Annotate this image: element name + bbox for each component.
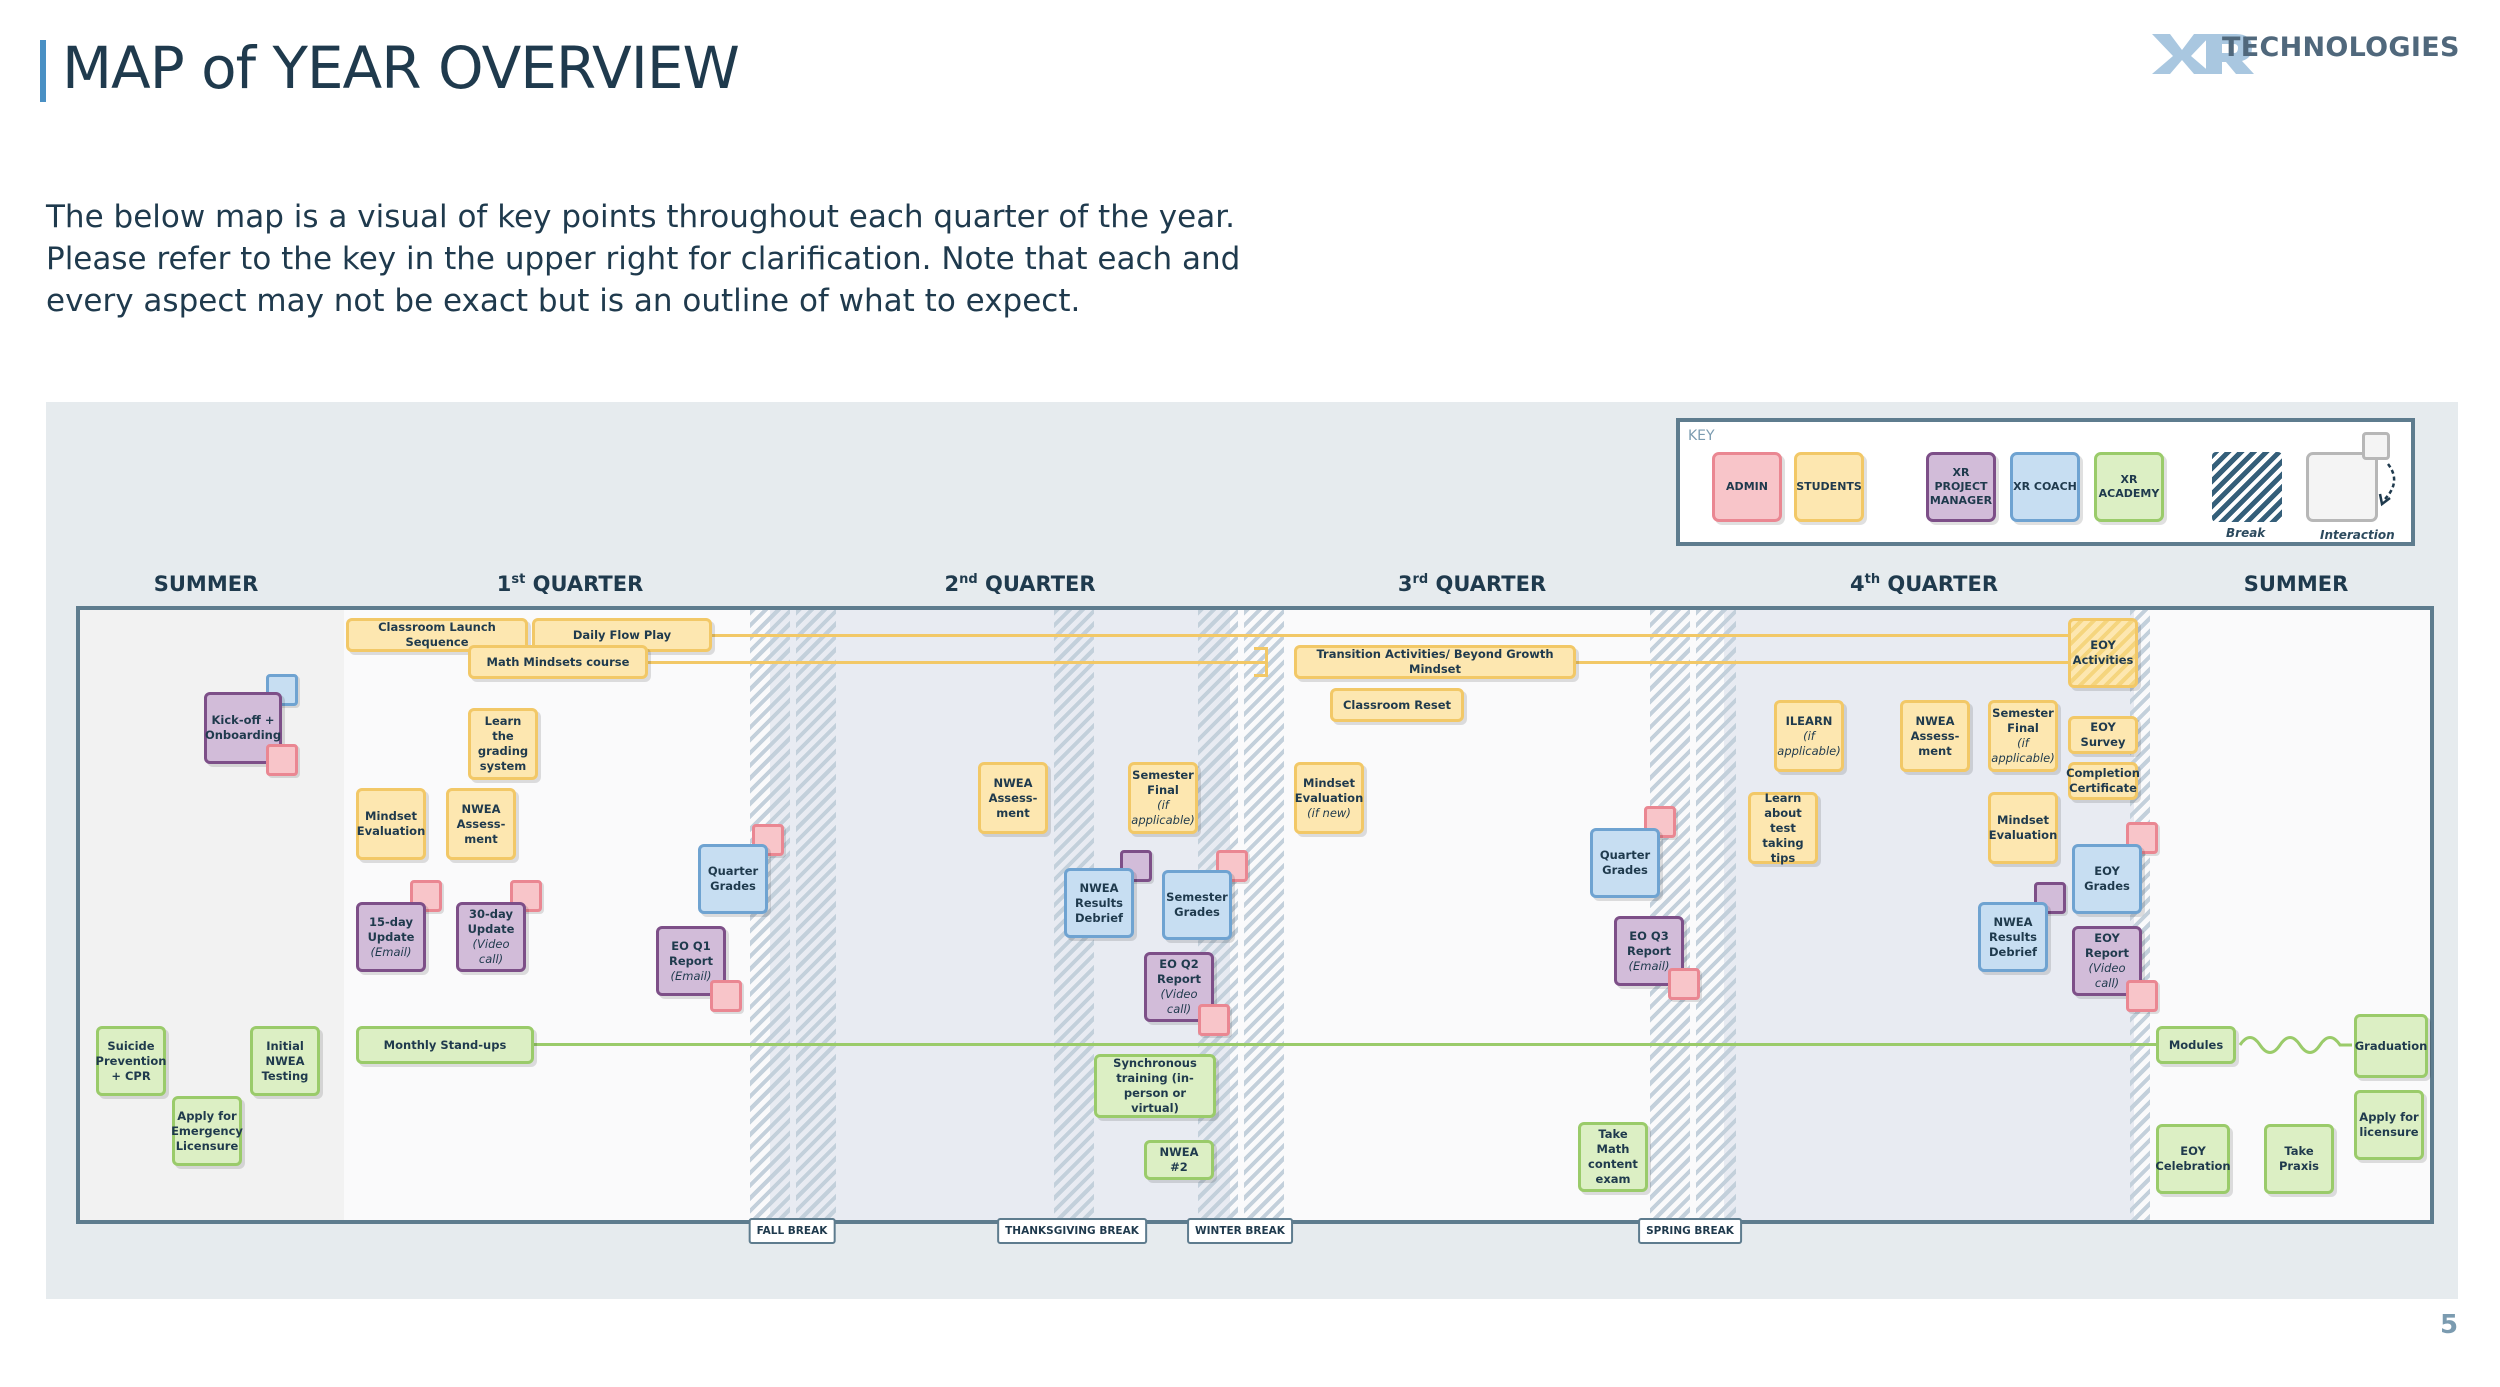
initial-nwea-card: Initial NWEA Testing	[250, 1026, 320, 1096]
eoy-report-admin-marker	[2126, 980, 2158, 1012]
curved-arrow-icon	[2378, 463, 2396, 507]
eoy-grades-card: EOY Grades	[2072, 844, 2142, 914]
update-15-card: 15-day Update(Email)	[356, 902, 426, 972]
xr-logo-icon	[2152, 34, 2254, 74]
standups-track	[532, 1043, 2192, 1046]
key-academy: XR ACADEMY	[2094, 452, 2164, 522]
math-mindsets-track-end	[1254, 647, 1268, 677]
column-quarter-1: 1st QUARTER	[496, 572, 644, 596]
math-mindsets-track	[646, 661, 1266, 664]
synchronous-training-card: Synchronous training (in-person or virtu…	[1094, 1054, 1216, 1118]
summer-break-band	[2130, 610, 2150, 1220]
column-quarter-4: 4th QUARTER	[1850, 572, 1998, 596]
eoy-celebration-card: EOY Celebration	[2155, 1124, 2231, 1194]
take-math-card: Take Math content exam	[1578, 1122, 1648, 1192]
quarter-2-area	[770, 610, 1230, 1220]
fall-break-band-a	[750, 610, 790, 1220]
winter-break-tag: WINTER BREAK	[1187, 1218, 1293, 1244]
classroom-reset-card: Classroom Reset	[1330, 688, 1464, 722]
key-coach: XR COACH	[2010, 452, 2080, 522]
fall-break-tag: FALL BREAK	[748, 1218, 836, 1244]
modules-card: Modules	[2156, 1026, 2236, 1064]
nwea-1-card: NWEA Assess-ment	[446, 788, 516, 860]
column-summer-end: SUMMER	[2243, 572, 2349, 596]
wavy-connector-icon	[2238, 1036, 2352, 1054]
key-interaction-sub	[2362, 432, 2390, 460]
column-summer-start: SUMMER	[153, 572, 259, 596]
eo-q2-card: EO Q2 Report(Video call)	[1144, 952, 1214, 1022]
kickoff-onboarding-card: Kick-off + Onboarding	[204, 692, 282, 764]
nwea-debrief-2-pm-marker	[2034, 882, 2066, 914]
title-accent-bar	[40, 40, 46, 102]
apply-emergency-card: Apply for Emergency Licensure	[171, 1096, 243, 1166]
winter-break-band-b	[1244, 610, 1284, 1220]
semester-grades-admin-marker	[1216, 850, 1248, 882]
spring-break-tag: SPRING BREAK	[1638, 1218, 1742, 1244]
legend-key: KEY ADMIN STUDENTS XR PROJECT MANAGER XR…	[1676, 418, 2415, 546]
ilearn-card: ILEARN(if applicable)	[1774, 700, 1844, 772]
learn-test-card: Learn about test taking tips	[1748, 791, 1818, 865]
nwea-debrief-1-card: NWEA Results Debrief	[1064, 868, 1134, 938]
key-admin: ADMIN	[1712, 452, 1782, 522]
key-interaction-main	[2306, 452, 2378, 522]
fall-break-band-b	[796, 610, 836, 1220]
timeline-board: Kick-off + Onboarding Suicide Prevention…	[76, 606, 2434, 1224]
key-pm: XR PROJECT MANAGER	[1926, 452, 1996, 522]
mindset-eval-2-card: Mindset Evaluation(if new)	[1294, 762, 1364, 834]
spring-break-band-b	[1696, 610, 1736, 1220]
key-title: KEY	[1688, 428, 1715, 444]
thanksgiving-break-tag: THANKSGIVING BREAK	[997, 1218, 1147, 1244]
spring-break-band-a	[1650, 610, 1690, 1220]
apply-licensure-card: Apply for licensure	[2354, 1090, 2424, 1160]
column-quarter-2: 2nd QUARTER	[944, 572, 1096, 596]
quarter-grades-3-card: Quarter Grades	[1590, 828, 1660, 898]
nwea-2-card: NWEA Assess-ment	[978, 762, 1048, 834]
mindset-eval-3-card: Mindset Evaluation	[1988, 792, 2058, 864]
quarter-3-area	[1230, 610, 1724, 1220]
eo-q2-admin-marker	[1198, 1004, 1230, 1036]
transition-track	[1574, 661, 2116, 664]
key-interaction-label: Interaction	[2320, 528, 2395, 542]
graduation-card: Graduation	[2354, 1014, 2428, 1078]
column-quarter-3: 3rd QUARTER	[1397, 572, 1547, 596]
key-break-swatch	[2212, 452, 2282, 522]
intro-paragraph: The below map is a visual of key points …	[46, 199, 1241, 319]
eo-q3-admin-marker	[1668, 968, 1700, 1000]
page-number: 5	[2440, 1310, 2459, 1340]
daily-flow-track	[710, 634, 2116, 637]
page-title: MAP of YEAR OVERVIEW	[62, 34, 740, 102]
nwea-2-academy-card: NWEA #2	[1144, 1140, 1214, 1180]
take-praxis-card: Take Praxis	[2264, 1124, 2334, 1194]
semester-final-2-card: Semester Final(if applicable)	[1988, 700, 2058, 772]
eoy-report-card: EOY Report(Video call)	[2072, 926, 2142, 996]
kickoff-admin-marker	[266, 744, 298, 776]
key-students: STUDENTS	[1794, 452, 1864, 522]
quarter-grades-1-card: Quarter Grades	[698, 844, 768, 914]
learn-grading-card: Learn the grading system	[468, 708, 538, 780]
eo-q1-admin-marker	[710, 980, 742, 1012]
update-30-card: 30-day Update(Video call)	[456, 902, 526, 972]
completion-cert-card: Completion Certificate	[2066, 762, 2140, 800]
key-break-label: Break	[2226, 526, 2266, 540]
nwea-debrief-2-card: NWEA Results Debrief	[1978, 902, 2048, 972]
mindset-eval-1-card: Mindset Evaluation	[356, 788, 426, 860]
semester-final-1-card: Semester Final(if applicable)	[1128, 762, 1198, 834]
monthly-standups-card: Monthly Stand-ups	[356, 1026, 534, 1064]
eoy-activities-card: EOY Activities	[2068, 618, 2138, 688]
eoy-survey-card: EOY Survey	[2068, 716, 2138, 754]
semester-grades-card: Semester Grades	[1162, 870, 1232, 940]
suicide-prevention-card: Suicide Prevention + CPR	[96, 1026, 166, 1096]
eo-q1-card: EO Q1 Report(Email)	[656, 926, 726, 996]
logo-wordmark: TECHNOLOGIES	[2222, 32, 2460, 63]
transition-activities-card: Transition Activities/ Beyond Growth Min…	[1294, 645, 1576, 679]
math-mindsets-card: Math Mindsets course	[468, 645, 648, 679]
nwea-3-card: NWEA Assess-ment	[1900, 700, 1970, 772]
